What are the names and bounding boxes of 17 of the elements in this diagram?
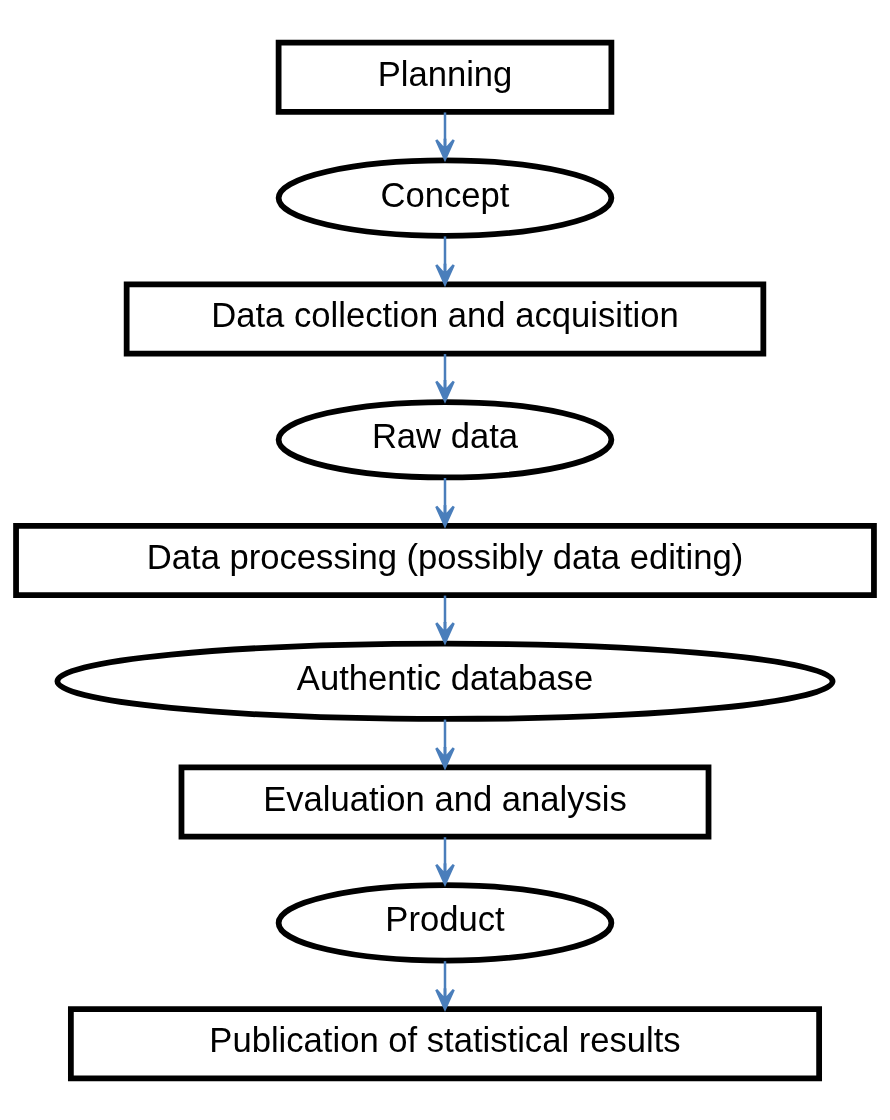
node-box: Data collection and acquisition	[123, 280, 767, 356]
node-box: Publication of statistical results	[68, 1005, 822, 1081]
arrow	[435, 111, 455, 160]
arrow	[435, 235, 455, 285]
node-ellipse: Product	[275, 881, 615, 963]
arrow	[435, 477, 455, 527]
arrow	[435, 353, 455, 402]
arrow	[435, 960, 455, 1010]
node-ellipse: Raw data	[275, 398, 615, 480]
arrow	[435, 836, 455, 885]
node-box: Planning	[275, 39, 615, 115]
arrow	[435, 595, 455, 644]
node-ellipse: Authentic database	[54, 640, 836, 722]
node-ellipse: Concept	[275, 157, 615, 239]
node-box: Data processing (possibly data editing)	[13, 522, 877, 598]
node-box: Evaluation and analysis	[178, 764, 712, 840]
arrow	[435, 719, 455, 769]
